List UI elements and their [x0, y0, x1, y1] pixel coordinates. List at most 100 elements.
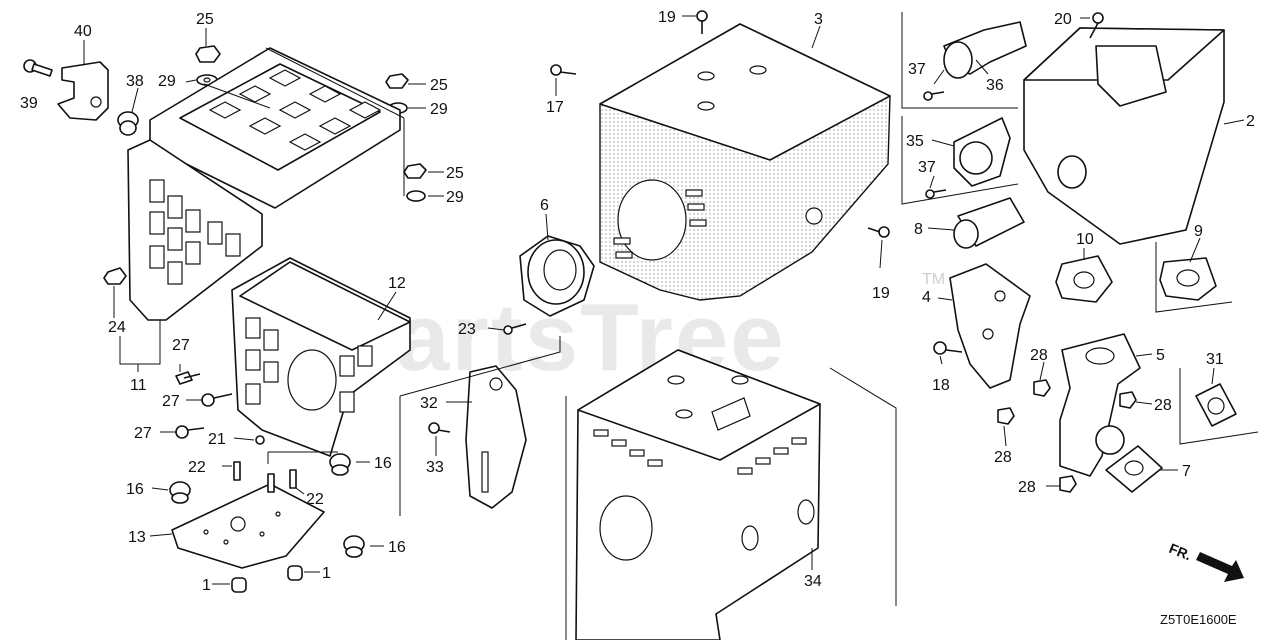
callout-28: 28 [1030, 347, 1048, 364]
callout-17: 17 [546, 99, 564, 116]
part-40-clip [57, 61, 109, 121]
callout-37: 37 [908, 61, 926, 78]
bolt-18 [933, 341, 963, 355]
callout-37: 37 [918, 159, 936, 176]
callout-39: 39 [20, 95, 38, 112]
callout-8: 8 [914, 221, 923, 238]
part-32-cover [465, 365, 527, 509]
part-34-muffler-protector [575, 349, 821, 640]
part-5-exhaust-manifold [1059, 333, 1141, 477]
part-13-plate [171, 483, 325, 569]
callout-16: 16 [126, 481, 144, 498]
part-6-gasket-spark [519, 235, 595, 317]
callout-19: 19 [872, 285, 890, 302]
part-38-collar [117, 111, 139, 136]
washer-29-right-b [406, 190, 426, 202]
part-7-gasket [1105, 445, 1163, 493]
part-35-deflector [953, 117, 1011, 187]
callout-13: 13 [128, 529, 146, 546]
part-36-exhaust-pipe [943, 21, 1027, 79]
box-exhaust-option [901, 12, 1019, 205]
callout-29: 29 [158, 73, 176, 90]
part-4-bracket [949, 263, 1031, 389]
nut-28-c [997, 407, 1015, 425]
screw-21 [255, 435, 265, 445]
nut-25-right-b [403, 163, 427, 179]
nut-24 [103, 267, 127, 285]
nut-28-b [1119, 391, 1137, 409]
trademark-mark: TM [922, 271, 945, 288]
callout-11: 11 [130, 377, 147, 394]
callout-18: 18 [932, 377, 950, 394]
bolt-27-b [201, 393, 233, 407]
part-2-muffler [1023, 27, 1225, 245]
damper-16-b [329, 453, 351, 476]
callout-12: 12 [388, 275, 406, 292]
screw-19-right [867, 226, 890, 238]
callout-2: 2 [1246, 113, 1255, 130]
callout-1: 1 [322, 565, 331, 582]
screw-33 [428, 422, 451, 434]
callout-6: 6 [540, 197, 549, 214]
collar-1-b [287, 565, 303, 581]
callout-29: 29 [446, 189, 464, 206]
leader-lines [83, 15, 1245, 640]
callout-31: 31 [1206, 351, 1224, 368]
callout-5: 5 [1156, 347, 1165, 364]
callout-27: 27 [172, 337, 190, 354]
nut-25-top [195, 45, 221, 63]
part-3-muffler-protector [599, 23, 891, 301]
callout-35: 35 [906, 133, 924, 150]
callout-22: 22 [306, 491, 324, 508]
callout-21: 21 [208, 431, 226, 448]
screw-37-b [925, 189, 947, 199]
collar-1-a [231, 577, 247, 593]
callout-28: 28 [1018, 479, 1036, 496]
callout-16: 16 [388, 539, 406, 556]
box-part-31 [1179, 368, 1259, 445]
callout-4: 4 [922, 289, 931, 306]
callout-9: 9 [1194, 223, 1203, 240]
callout-16: 16 [374, 455, 392, 472]
nut-28-a [1033, 379, 1051, 397]
damper-16-a [169, 481, 191, 504]
callout-32: 32 [420, 395, 438, 412]
screw-19-top [696, 10, 708, 34]
callout-28: 28 [994, 449, 1012, 466]
callout-20: 20 [1054, 11, 1072, 28]
part-39-bolt [23, 59, 53, 77]
callout-27: 27 [162, 393, 180, 410]
stud-22-c [289, 469, 297, 489]
direction-label: FR. [1167, 540, 1194, 563]
callout-33: 33 [426, 459, 444, 476]
callout-7: 7 [1182, 463, 1191, 480]
bolt-27-a [175, 371, 201, 385]
screw-17 [550, 64, 577, 76]
callout-40: 40 [74, 23, 92, 40]
bolt-27-c [175, 425, 205, 439]
callout-28: 28 [1154, 397, 1172, 414]
part-11-grille-top [149, 47, 401, 209]
callout-1: 1 [202, 577, 211, 594]
callout-22: 22 [188, 459, 206, 476]
stud-22-b [267, 473, 275, 493]
callout-24: 24 [108, 319, 126, 336]
callout-34: 34 [804, 573, 822, 590]
nut-25-right-a [385, 73, 409, 89]
callout-23: 23 [458, 321, 476, 338]
part-11-grille-side [127, 139, 263, 321]
direction-arrow: FR. [1167, 540, 1244, 582]
nut-28-d [1059, 475, 1077, 493]
damper-16-c [343, 535, 365, 558]
box-part-9 [1155, 242, 1233, 313]
callout-10: 10 [1076, 231, 1094, 248]
part-31-gasket [1195, 383, 1237, 427]
diagram-code: Z5T0E1600E [1160, 612, 1237, 627]
callout-29: 29 [430, 101, 448, 118]
callout-38: 38 [126, 73, 144, 90]
callout-3: 3 [814, 11, 823, 28]
screw-20 [1089, 12, 1104, 39]
stud-22-a [233, 461, 241, 481]
